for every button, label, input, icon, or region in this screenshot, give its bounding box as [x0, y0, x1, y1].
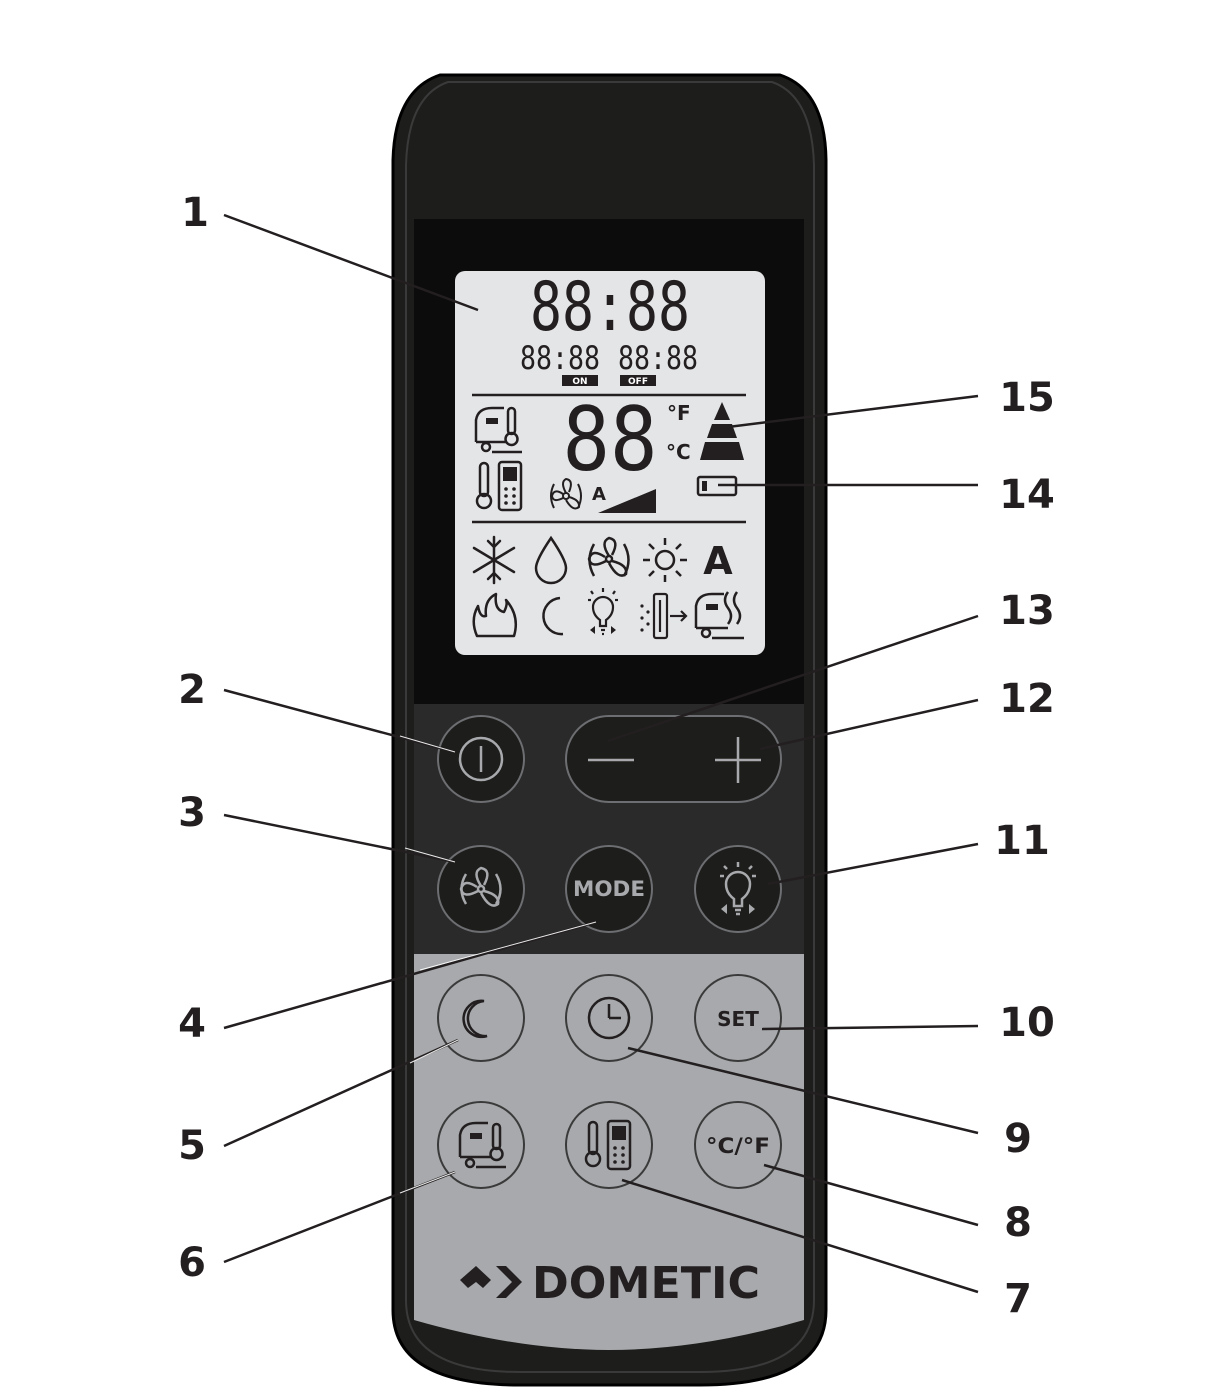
callout-15: 15 — [999, 375, 1055, 421]
signal-bars — [598, 489, 656, 513]
drop-icon — [534, 535, 568, 585]
clock-icon — [587, 996, 631, 1040]
callout-3: 3 — [178, 790, 206, 836]
timer-button[interactable] — [565, 974, 653, 1062]
snowflake-icon — [472, 535, 516, 585]
callout-line-highlights — [399, 735, 597, 1194]
callout-numbers: 1 2 3 4 5 6 7 8 9 10 11 12 13 14 15 — [178, 190, 1055, 1322]
dometic-chevron-icon — [460, 1266, 491, 1288]
lcd-on-badge: ON — [572, 377, 587, 387]
brand-name: DOMETIC — [532, 1258, 760, 1309]
air-outlet-icon — [640, 592, 688, 640]
minus-plus-rocker — [565, 715, 782, 803]
flame-icon — [472, 592, 517, 638]
callout-13: 13 — [999, 588, 1055, 634]
caravan-thermometer-icon — [474, 406, 522, 454]
callout-1: 1 — [181, 190, 209, 236]
lcd-screen: 88:88 88:88 88:88 ON OFF 88 °F °C — [455, 268, 765, 655]
callout-lines — [223, 213, 979, 1294]
callout-14: 14 — [999, 472, 1055, 518]
caravan-heating-icon — [694, 591, 744, 640]
unit-toggle-button[interactable]: °C/°F — [694, 1101, 782, 1189]
remote-temperature-button[interactable] — [565, 1101, 653, 1189]
caravan-temperature-button[interactable] — [437, 1101, 525, 1189]
lcd-clock: 88:88 — [530, 268, 690, 347]
fan-icon — [459, 866, 502, 907]
callout-5: 5 — [178, 1123, 206, 1169]
lcd-timer-off: 88:88 — [618, 339, 698, 377]
callout-4: 4 — [178, 1001, 206, 1047]
callout-8: 8 — [1004, 1200, 1032, 1246]
auto-mode-indicator: A — [703, 539, 733, 583]
moon-icon-lcd — [542, 596, 564, 636]
dometic-logo: DOMETIC — [460, 1258, 760, 1309]
caravan-thermometer-button-icon — [458, 1121, 506, 1169]
minus-button[interactable] — [566, 716, 673, 802]
set-button[interactable]: SET — [694, 974, 782, 1062]
callout-6: 6 — [178, 1240, 206, 1286]
sun-icon — [643, 538, 687, 582]
callout-9: 9 — [1004, 1116, 1032, 1162]
callout-11: 11 — [994, 818, 1050, 864]
callout-12: 12 — [999, 676, 1055, 722]
power-icon — [458, 736, 504, 782]
remote-thermometer-button-icon — [584, 1119, 632, 1171]
power-button[interactable] — [437, 715, 525, 803]
fan-mode-icon — [587, 536, 630, 577]
lcd-off-badge: OFF — [628, 377, 648, 387]
fan-button[interactable] — [437, 845, 525, 933]
moon-icon — [462, 999, 488, 1039]
callout-10: 10 — [999, 1000, 1055, 1046]
lcd-timer-on: 88:88 — [520, 339, 600, 377]
unit-toggle-label: °C/°F — [706, 1134, 770, 1158]
set-button-label: SET — [717, 1007, 759, 1031]
mode-button-label: MODE — [573, 877, 645, 901]
lcd-temperature: 88 — [563, 388, 658, 491]
mode-button[interactable]: MODE — [565, 845, 653, 933]
fan-speed-icon — [550, 477, 582, 510]
light-bulb-icon — [720, 862, 756, 916]
lcd-unit-c: °C — [666, 440, 691, 464]
light-bulb-icon-lcd — [588, 588, 618, 636]
light-button[interactable] — [694, 845, 782, 933]
callout-7: 7 — [1004, 1276, 1032, 1322]
fan-auto-indicator: A — [592, 484, 606, 505]
sleep-button[interactable] — [437, 974, 525, 1062]
lcd-unit-f: °F — [667, 401, 691, 425]
plus-icon — [715, 737, 761, 783]
callout-2: 2 — [178, 667, 206, 713]
remote-thermometer-icon — [475, 460, 523, 512]
plus-button[interactable] — [673, 716, 781, 802]
